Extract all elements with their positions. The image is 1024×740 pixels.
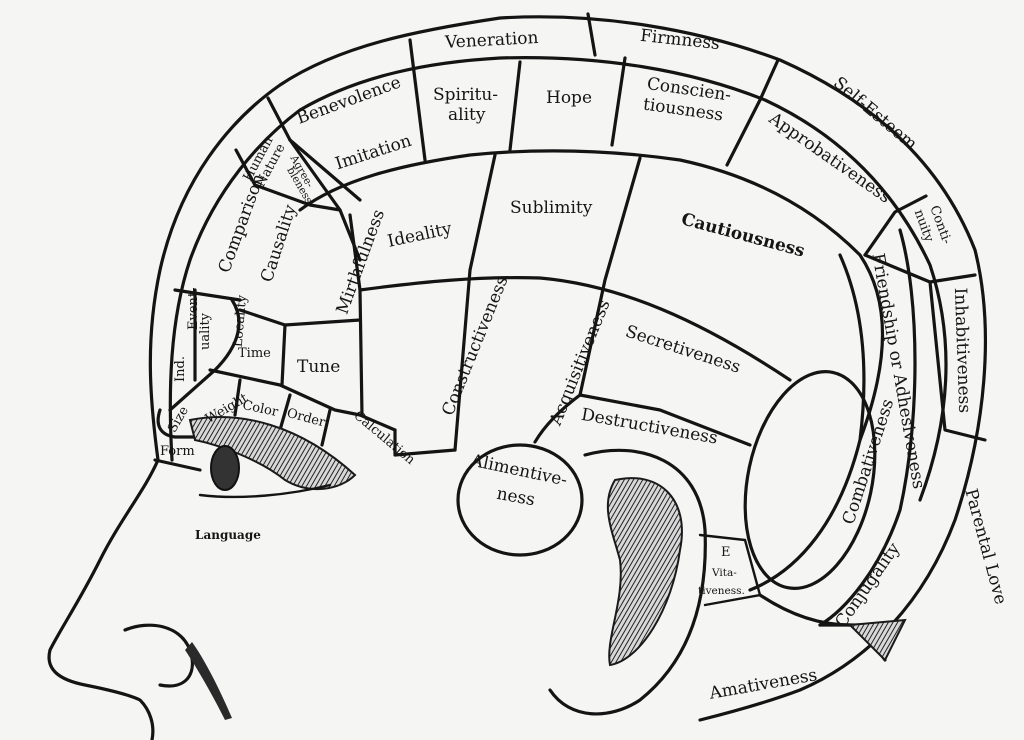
label-form: Form: [160, 444, 195, 459]
divider: [863, 194, 928, 257]
label-mirthfulness: Mirthfulness: [333, 207, 389, 317]
label-individuality: Ind.: [173, 356, 188, 382]
divider: [586, 12, 597, 57]
label-hope: Hope: [546, 88, 592, 108]
label-benevolence: Benevolence: [294, 72, 404, 128]
label-amativeness: Amativeness: [707, 665, 819, 704]
face-profile: [47, 458, 160, 740]
lower-band: [358, 276, 792, 382]
inner-ring: [298, 149, 884, 442]
label-combativeness: Combativeness: [839, 397, 898, 528]
divider: [233, 378, 242, 417]
label-language: Language: [195, 528, 261, 542]
divider: [278, 393, 292, 432]
label-spirituality-1: Spiritu-: [433, 85, 498, 105]
divider: [393, 428, 457, 457]
label-eventuality-2: uality: [198, 312, 213, 350]
label-sublimity: Sublimity: [510, 198, 593, 218]
label-veneration: Veneration: [444, 28, 539, 53]
divider: [578, 393, 752, 447]
label-vitativeness-3: tiveness.: [698, 585, 745, 597]
label-inhabitiveness: Inhabitiveness: [950, 287, 974, 413]
label-eventuality-1: Event-: [186, 287, 201, 330]
divider: [748, 253, 866, 592]
skull-outline: [148, 15, 988, 722]
label-parental-love: Parental Love: [960, 487, 1010, 607]
divider: [578, 156, 642, 397]
nostril-shading: [185, 642, 232, 720]
label-locality: Locality: [231, 294, 251, 348]
divider: [320, 408, 332, 447]
divider: [408, 38, 427, 162]
divider: [928, 280, 987, 442]
divider: [453, 153, 497, 452]
label-causality: Causality: [257, 202, 301, 285]
label-constructiveness: Constructiveness: [438, 273, 512, 418]
divider: [266, 96, 292, 142]
label-color: Color: [241, 398, 280, 420]
label-self-esteem: Self-Esteem: [829, 73, 921, 154]
label-alimentiveness-2: ness: [495, 484, 536, 510]
divider: [348, 213, 364, 417]
label-tune: Tune: [297, 357, 340, 377]
label-vitativeness-2: Vita-: [711, 567, 737, 579]
divider: [168, 298, 241, 412]
eye: [210, 445, 240, 491]
label-conjugality: Conjugality: [831, 539, 904, 632]
divider: [253, 183, 342, 212]
ear-inner-shading: [606, 477, 683, 667]
divider: [610, 56, 627, 147]
divider: [288, 138, 362, 202]
divider: [698, 533, 762, 607]
label-alimentiveness-1: Alimentive-: [468, 450, 569, 490]
divider: [818, 228, 917, 627]
divider: [156, 408, 197, 439]
label-firmness: Firmness: [639, 26, 721, 54]
label-destructiveness: Destructiveness: [580, 405, 720, 449]
label-imitation: Imitation: [333, 131, 414, 174]
label-calculation: Calculation: [351, 408, 419, 468]
alimentiveness-region: [456, 443, 584, 557]
ear-outline: [548, 448, 707, 716]
outer-ring: [168, 56, 948, 502]
divider: [234, 148, 257, 187]
label-order: Order: [285, 406, 327, 431]
divider: [758, 58, 780, 102]
divider: [153, 458, 202, 472]
label-secretiveness: Secretiveness: [623, 322, 743, 378]
label-ideality: Ideality: [386, 219, 454, 252]
divider: [725, 98, 762, 167]
divider: [280, 323, 287, 387]
combativeness-region: [743, 370, 877, 590]
label-spirituality-2: ality: [448, 105, 486, 125]
label-vitativeness-e: E: [721, 545, 731, 560]
label-size: Size: [165, 404, 192, 436]
divider: [208, 368, 397, 432]
divider: [173, 288, 242, 302]
label-time: Time: [238, 346, 271, 361]
label-cautiousness: Cautiousness: [679, 209, 807, 261]
label-comparison: Comparison: [215, 171, 269, 275]
divider: [508, 60, 522, 152]
neck-shading: [847, 618, 907, 662]
eye-lower-lid: [198, 483, 332, 499]
divider: [533, 393, 582, 444]
